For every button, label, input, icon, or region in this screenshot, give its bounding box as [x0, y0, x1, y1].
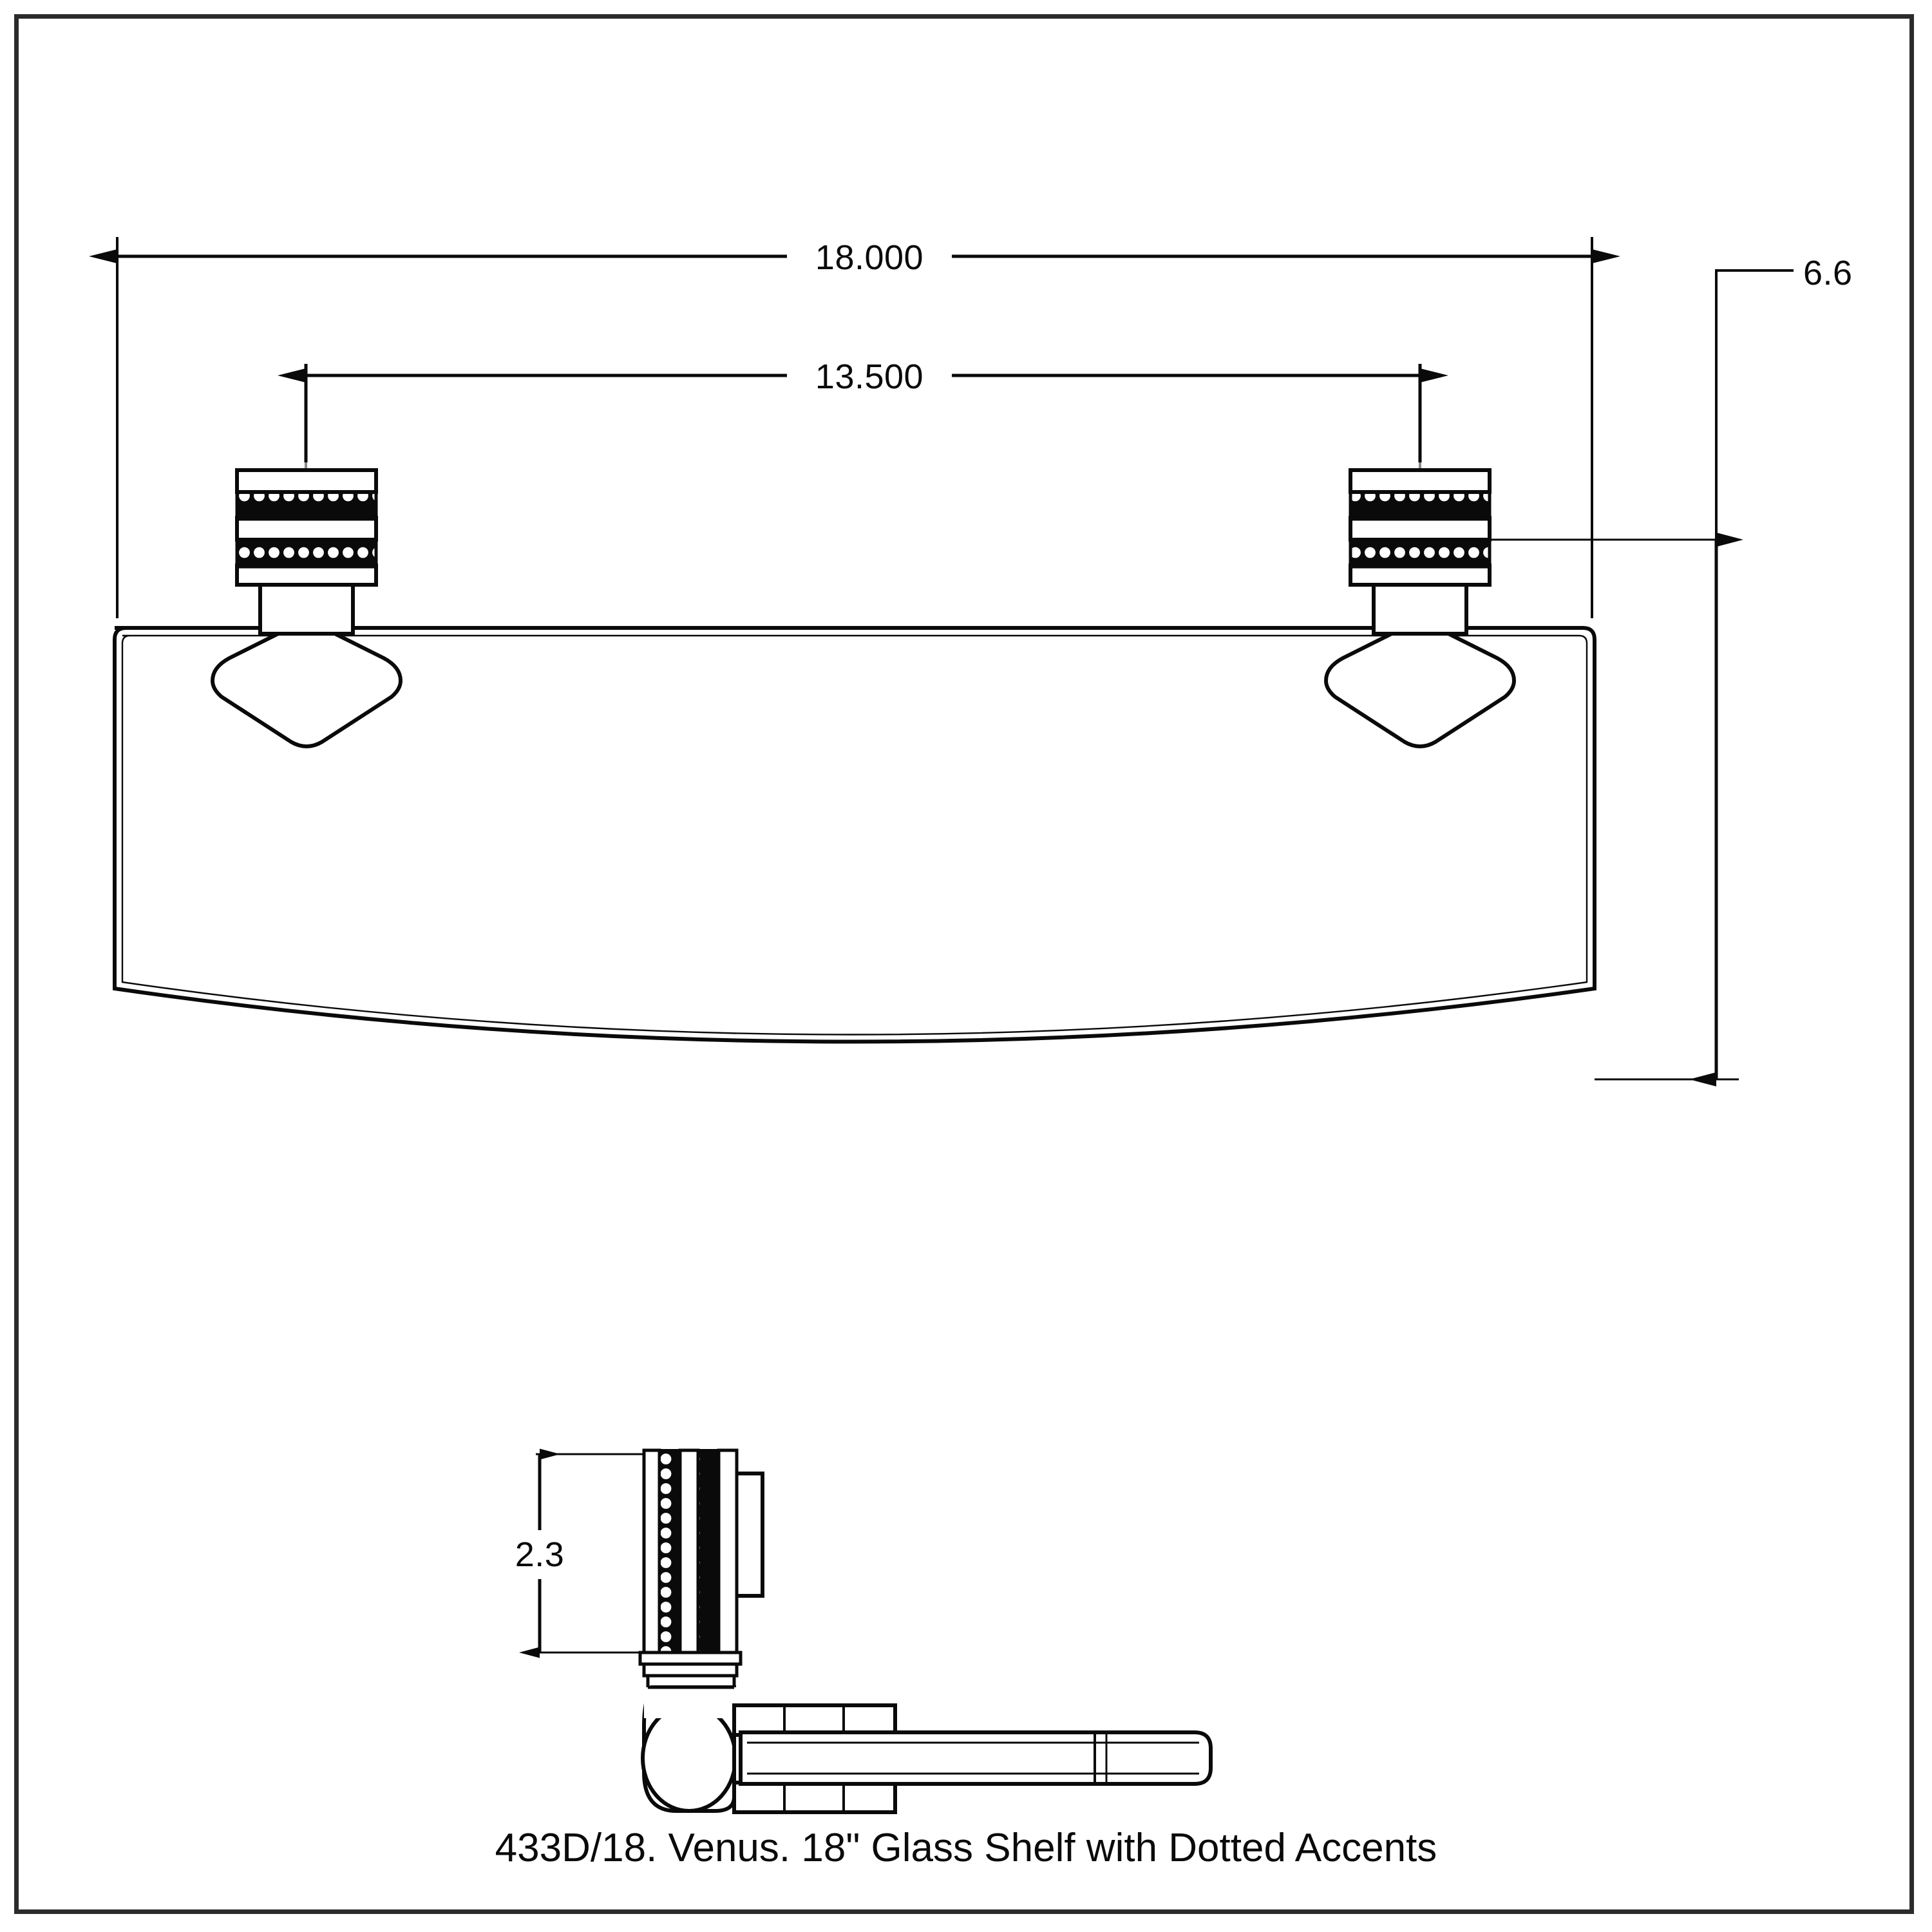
dimension-bracket-spacing: 13.500	[278, 357, 1448, 462]
left-bracket-plate-middle	[235, 516, 378, 542]
side-post-bead-column-left	[658, 1449, 681, 1654]
left-bracket-plate-top	[235, 468, 378, 494]
side-clamp-lower-arm	[732, 1781, 897, 1814]
dimension-label-135: 13.500	[815, 357, 923, 396]
side-collar-ring-1	[638, 1651, 743, 1666]
right-bracket	[1323, 444, 1517, 748]
left-bracket-diamond	[210, 617, 403, 748]
left-bracket-bead-band-upper	[235, 489, 378, 521]
side-post-middle-plate	[678, 1448, 700, 1654]
left-bracket-bead-band-lower	[235, 536, 378, 569]
side-post-bead-column-right	[697, 1449, 720, 1654]
right-bracket-plate-top	[1349, 468, 1492, 494]
dimension-overall-height: 6.6	[1491, 254, 1853, 1086]
side-elbow-ball	[641, 1703, 737, 1813]
dimension-label-23: 2.3	[515, 1535, 565, 1574]
side-post-outer-plate-left	[642, 1448, 661, 1654]
side-glass-shelf-edge	[739, 1730, 1213, 1786]
sheet-border	[14, 14, 1914, 1914]
drawing-caption: 433D/18. Venus. 18" Glass Shelf with Dot…	[495, 1826, 1437, 1870]
glass-shelf-panel	[113, 626, 1596, 1044]
dimension-side-height: 2.3	[515, 1448, 650, 1658]
right-bracket-diamond	[1323, 617, 1517, 748]
side-post-outer-plate-right	[717, 1448, 739, 1654]
dimension-label-66: 6.6	[1803, 254, 1853, 292]
dimension-label-18: 18.000	[815, 238, 923, 277]
left-bracket-plate-lower	[235, 564, 378, 587]
right-bracket-plate-middle	[1349, 516, 1492, 542]
right-bracket-bead-band-upper	[1349, 489, 1492, 521]
left-bracket-neck	[258, 580, 355, 636]
side-elbow-mask	[644, 1687, 741, 1718]
right-bracket-neck	[1372, 580, 1468, 636]
dimension-overall-width: 18.000	[89, 237, 1620, 618]
left-bracket	[210, 444, 403, 748]
right-bracket-bead-band-lower	[1349, 536, 1492, 569]
side-collar-ring-2	[642, 1662, 739, 1678]
side-view: 2.3	[515, 1448, 1213, 1814]
